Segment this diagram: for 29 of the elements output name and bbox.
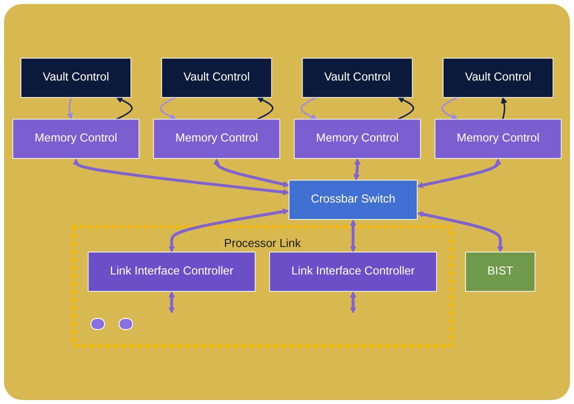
arrow <box>441 96 458 120</box>
arrow <box>500 97 508 120</box>
arrow <box>213 158 290 188</box>
arrow <box>353 158 361 180</box>
arrow <box>417 211 504 252</box>
node-box: Vault Control <box>442 58 554 98</box>
arrow <box>398 97 414 120</box>
node-box: Memory Control <box>434 118 562 159</box>
node-box: Memory Control <box>12 118 140 159</box>
node-box: Vault Control <box>302 58 413 98</box>
node-box: Link Interface Controller <box>269 252 437 292</box>
node-box: BIST <box>465 252 536 292</box>
arrow <box>66 97 74 120</box>
arrow <box>116 97 133 120</box>
node-box: Link Interface Controller <box>88 252 256 292</box>
node-box: Vault Control <box>20 58 132 98</box>
arrow <box>168 291 175 314</box>
arrow <box>350 291 356 314</box>
arrow <box>256 97 274 120</box>
arrow <box>72 158 290 196</box>
node-box: Crossbar Switch <box>288 180 418 220</box>
arrow <box>160 96 176 120</box>
node-box: Memory Control <box>294 118 421 159</box>
arrow <box>416 158 502 188</box>
arrow <box>168 208 290 252</box>
node-box: Vault Control <box>161 58 272 98</box>
node-box: Memory Control <box>153 118 280 159</box>
arrow <box>350 219 356 252</box>
arrow <box>300 96 318 120</box>
